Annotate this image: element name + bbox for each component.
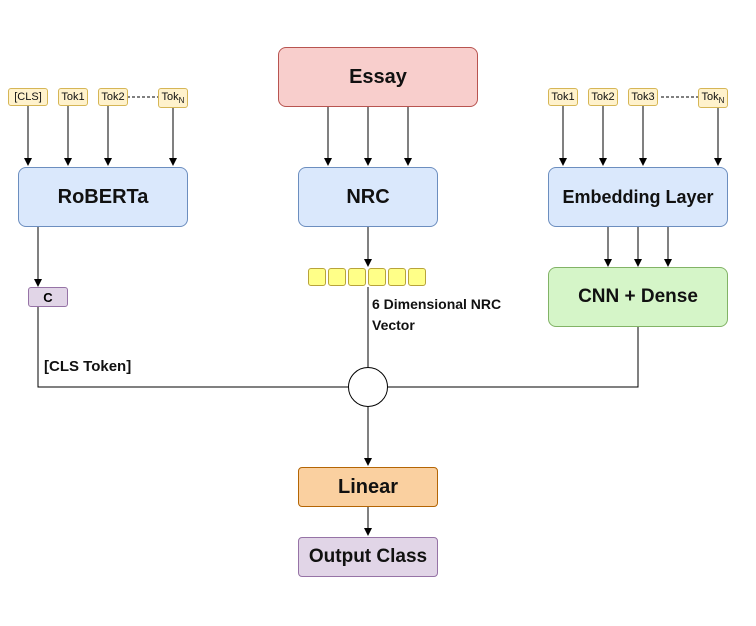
token-right-2: Tok2 — [588, 88, 618, 106]
token-left-n: TokN — [158, 88, 188, 108]
token-left-1: Tok1 — [58, 88, 88, 106]
nrc-vector-label: 6 Dimensional NRC Vector — [372, 294, 501, 336]
essay-block: Essay — [278, 47, 478, 107]
nrc-label: NRC — [346, 185, 390, 208]
token-cls: [CLS] — [8, 88, 48, 106]
essay-label: Essay — [349, 65, 407, 88]
nrc-vector-cell — [368, 268, 386, 286]
output-class-block: Output Class — [298, 537, 438, 577]
token-right-2-label: Tok2 — [591, 91, 615, 103]
token-left-1-label: Tok1 — [61, 91, 85, 103]
roberta-label: RoBERTa — [57, 185, 149, 208]
nrc-vector-cell — [308, 268, 326, 286]
token-right-n-label: TokN — [701, 91, 725, 105]
linear-label: Linear — [337, 475, 399, 498]
token-right-3-label: Tok3 — [631, 91, 655, 103]
nrc-vector-cell — [408, 268, 426, 286]
cls-output-token-label: C — [43, 289, 53, 305]
cls-token-label: [CLS Token] — [44, 358, 132, 375]
cls-output-token: C — [28, 287, 68, 307]
linear-block: Linear — [298, 467, 438, 507]
roberta-block: RoBERTa — [18, 167, 188, 227]
concatenation-node — [348, 367, 388, 407]
nrc-vector-label-line1: 6 Dimensional NRC — [372, 296, 502, 312]
cnn-dense-block: CNN + Dense — [548, 267, 728, 327]
token-right-1: Tok1 — [548, 88, 578, 106]
nrc-vector-label-line2: Vector — [372, 317, 415, 333]
embedding-layer-block: Embedding Layer — [548, 167, 728, 227]
token-right-n: TokN — [698, 88, 728, 108]
embedding-layer-label: Embedding Layer — [562, 186, 714, 207]
token-right-3: Tok3 — [628, 88, 658, 106]
token-left-n-label: TokN — [161, 91, 185, 105]
nrc-vector-cell — [388, 268, 406, 286]
nrc-vector-cell — [328, 268, 346, 286]
token-left-2-label: Tok2 — [101, 91, 125, 103]
output-class-label: Output Class — [308, 546, 428, 567]
token-cls-label: [CLS] — [14, 91, 42, 103]
cnn-dense-label: CNN + Dense — [578, 286, 698, 307]
nrc-block: NRC — [298, 167, 438, 227]
nrc-vector-cell — [348, 268, 366, 286]
token-left-2: Tok2 — [98, 88, 128, 106]
token-right-1-label: Tok1 — [551, 91, 575, 103]
